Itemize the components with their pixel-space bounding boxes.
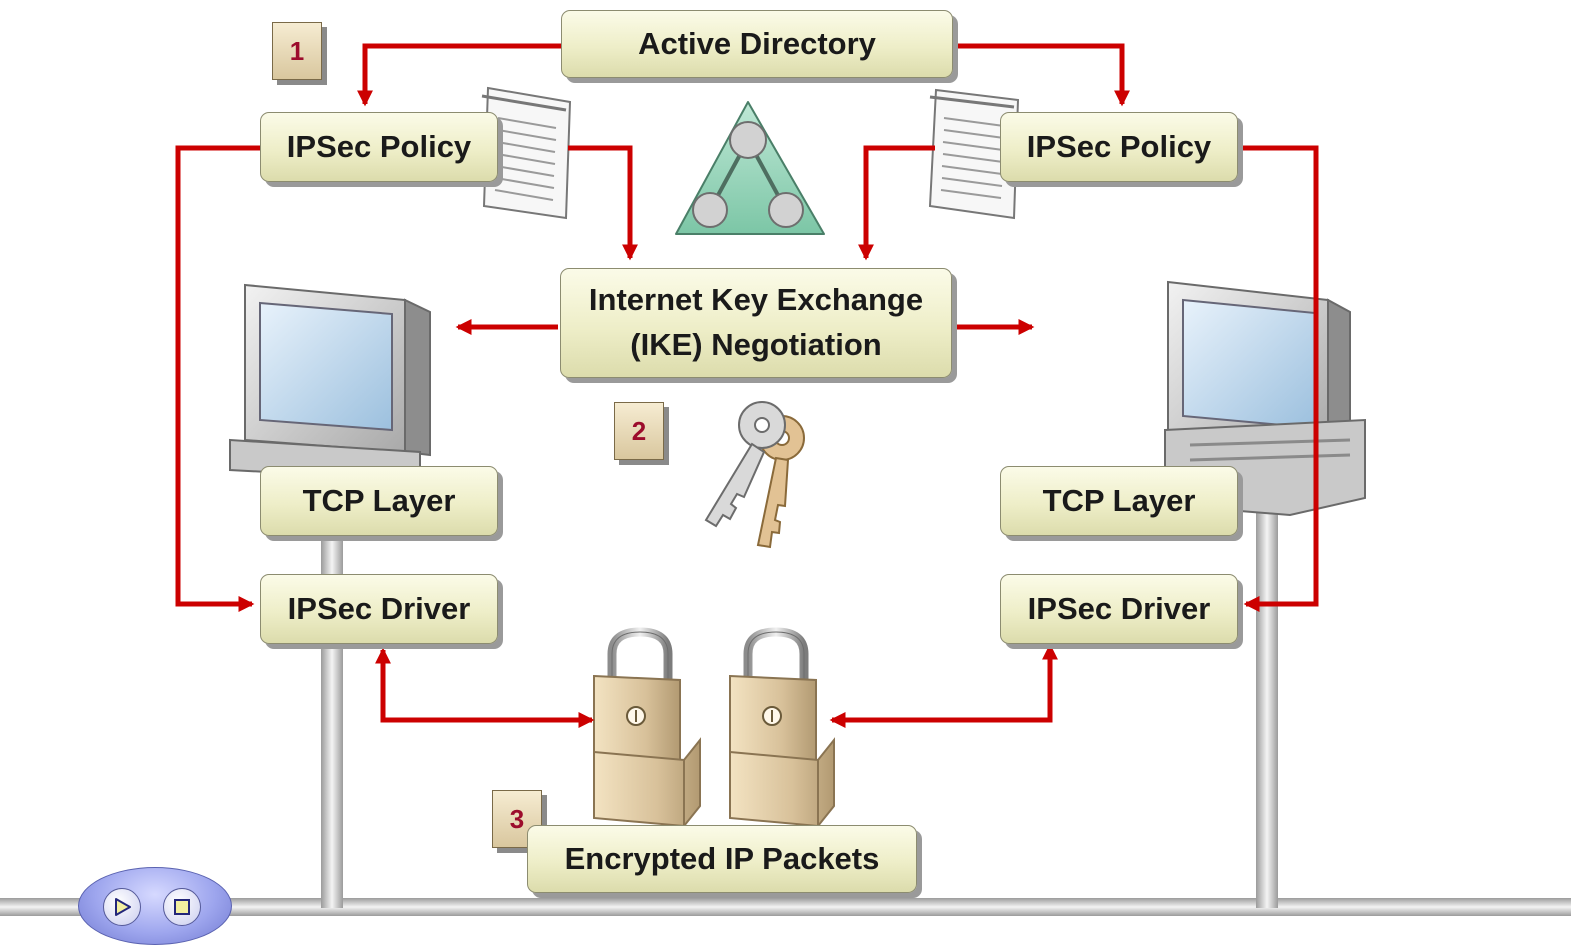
stop-icon: [174, 899, 190, 915]
network-bus: [0, 898, 1571, 916]
padlock-icon: [729, 627, 835, 828]
computer-icon: [229, 283, 431, 482]
arrow-left-policy-to-driver: [175, 145, 262, 613]
active-directory-label: Active Directory: [638, 25, 876, 61]
arrow-left-driver-to-packets: [374, 647, 595, 729]
step-2-badge: 2: [614, 402, 664, 460]
play-button[interactable]: [103, 888, 141, 926]
step-1-label: 1: [289, 35, 305, 66]
flow-arrows: [175, 43, 1319, 729]
arrow-left-policy-to-ike: [568, 145, 639, 261]
ipsec-driver-right-label: IPSec Driver: [1027, 590, 1211, 626]
active-directory-box: Active Directory: [561, 10, 953, 78]
ipsec-policy-left-label: IPSec Policy: [286, 128, 472, 164]
keys-icon: [704, 401, 805, 549]
ipsec-policy-right-label: IPSec Policy: [1026, 128, 1212, 164]
arrow-right-policy-to-driver: [1240, 145, 1319, 613]
padlock-icon: [593, 627, 701, 828]
encrypted-packets-label: Encrypted IP Packets: [564, 840, 880, 876]
policy-document-icon: [928, 88, 1020, 220]
ipsec-driver-left-box: IPSec Driver: [260, 574, 498, 644]
ipsec-driver-left-label: IPSec Driver: [287, 590, 471, 626]
ike-negotiation-box: Internet Key Exchange (IKE) Negotiation: [560, 268, 952, 378]
step-1-badge: 1: [272, 22, 322, 80]
ike-negotiation-label: Internet Key Exchange (IKE) Negotiation: [588, 282, 924, 362]
stop-button[interactable]: [163, 888, 201, 926]
arrow-right-policy-to-ike: [857, 145, 935, 261]
ipsec-policy-right-box: IPSec Policy: [1000, 112, 1238, 182]
network-drop-right: [1256, 500, 1278, 908]
arrow-ad-to-right-policy: [953, 43, 1131, 107]
tcp-layer-left-label: TCP Layer: [302, 482, 456, 518]
ipsec-driver-right-box: IPSec Driver: [1000, 574, 1238, 644]
step-2-label: 2: [631, 415, 647, 446]
arrow-right-driver-to-packets: [829, 643, 1059, 729]
encrypted-packets-box: Encrypted IP Packets: [527, 825, 917, 893]
play-icon: [115, 898, 131, 916]
tcp-layer-right-box: TCP Layer: [1000, 466, 1238, 536]
tcp-layer-left-box: TCP Layer: [260, 466, 498, 536]
tcp-layer-right-label: TCP Layer: [1042, 482, 1196, 518]
ipsec-policy-left-box: IPSec Policy: [260, 112, 498, 182]
arrow-ad-to-left-policy: [356, 43, 562, 107]
step-3-label: 3: [509, 803, 525, 834]
playback-controls: [78, 867, 232, 945]
triangle-network-icon: [675, 101, 825, 235]
